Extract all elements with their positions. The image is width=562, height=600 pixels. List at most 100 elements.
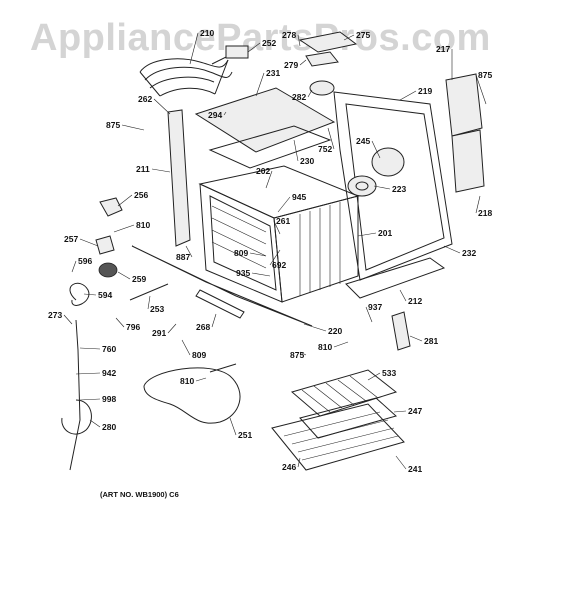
- callout-935: 935: [236, 268, 271, 278]
- callout-label: 251: [238, 430, 252, 440]
- panel-218: [451, 129, 485, 193]
- callout-label: 291: [152, 328, 166, 338]
- callout-596: 596: [71, 256, 92, 273]
- callout-leader: [247, 42, 261, 53]
- callout-label: 796: [126, 322, 140, 332]
- grommet-282: [309, 80, 335, 96]
- callout-252: 252: [247, 38, 276, 53]
- callout-label: 752: [318, 144, 332, 154]
- callout-211: 211: [136, 164, 171, 174]
- callout-887: 887: [176, 245, 193, 262]
- callout-label: 232: [462, 248, 476, 258]
- fan-223: [347, 175, 377, 197]
- callout-leader: [333, 341, 349, 348]
- bake-element-251: [143, 363, 241, 424]
- callout-692: 692: [269, 249, 286, 270]
- callout-leader: [79, 238, 99, 247]
- callout-leader: [395, 455, 407, 470]
- callout-label: 810: [136, 220, 150, 230]
- callout-leader: [121, 124, 145, 131]
- callout-label: 533: [382, 368, 396, 378]
- fan-hub: [355, 181, 369, 191]
- callout-label: 257: [64, 234, 78, 244]
- callout-label: 942: [102, 368, 116, 378]
- callout-leader: [229, 417, 237, 436]
- callout-245: 245: [356, 136, 381, 159]
- callout-label: 219: [418, 86, 432, 96]
- callout-533: 533: [367, 368, 396, 381]
- callout-259: 259: [117, 271, 146, 284]
- callout-leader: [189, 32, 199, 65]
- callout-leader: [365, 306, 373, 323]
- callout-leader: [89, 419, 101, 428]
- callout-942: 942: [75, 368, 116, 378]
- callout-leader: [185, 245, 193, 258]
- callout-230: 230: [293, 139, 314, 166]
- callout-label: 282: [292, 92, 306, 102]
- callout-291: 291: [152, 323, 177, 338]
- callout-label: 223: [392, 184, 406, 194]
- callout-875: 875: [475, 70, 492, 105]
- callout-218: 218: [475, 195, 492, 218]
- callout-label: 275: [356, 30, 370, 40]
- callout-leader: [277, 196, 291, 213]
- rod-253: [129, 283, 169, 301]
- callout-leader: [307, 89, 313, 98]
- callout-label: 280: [102, 422, 116, 432]
- callout-label: 594: [98, 290, 112, 300]
- callout-201: 201: [357, 228, 392, 238]
- callout-leader: [399, 90, 417, 101]
- callout-leader: [303, 323, 327, 332]
- callout-label: 937: [368, 302, 382, 312]
- callout-leader: [255, 72, 265, 97]
- callout-leader: [299, 59, 307, 66]
- callout-leader: [475, 195, 481, 214]
- callout-label: 887: [176, 252, 190, 262]
- callout-leader: [293, 139, 299, 162]
- insulation-top-231: [194, 87, 336, 153]
- callout-760: 760: [79, 344, 116, 354]
- callout-label: 256: [134, 190, 148, 200]
- cable-594: [69, 282, 90, 306]
- callout-945: 945: [277, 192, 306, 213]
- callout-label: 252: [262, 38, 276, 48]
- callout-273: 273: [48, 310, 73, 325]
- callout-leader: [113, 224, 135, 233]
- callout-leader: [115, 317, 125, 328]
- callout-257: 257: [64, 234, 99, 247]
- oven-rack-241: [271, 403, 405, 471]
- callout-261: 261: [273, 216, 290, 235]
- callout-leader: [343, 34, 355, 41]
- callout-875: 875: [290, 350, 307, 360]
- callout-leader: [371, 140, 381, 159]
- callout-label: 202: [256, 166, 270, 176]
- callout-leader: [299, 351, 307, 356]
- callout-231: 231: [255, 68, 280, 97]
- callout-leader: [327, 127, 335, 150]
- callout-262: 262: [138, 94, 171, 115]
- callout-810: 810: [113, 220, 150, 233]
- latch-281: [391, 311, 411, 351]
- callout-212: 212: [399, 289, 422, 306]
- callout-leader: [63, 314, 73, 325]
- callout-253: 253: [147, 295, 164, 314]
- thermostat-257: [95, 235, 115, 255]
- callout-594: 594: [83, 290, 112, 300]
- callout-leader: [117, 194, 133, 207]
- callout-279: 279: [284, 59, 307, 70]
- callout-875: 875: [106, 120, 145, 131]
- callout-label: 201: [378, 228, 392, 238]
- callout-leader: [79, 398, 101, 401]
- callout-268: 268: [196, 313, 217, 332]
- callout-leader: [357, 232, 377, 237]
- callout-998: 998: [79, 394, 116, 404]
- callout-label: 212: [408, 296, 422, 306]
- callout-232: 232: [443, 245, 476, 258]
- callout-label: 875: [290, 350, 304, 360]
- callout-label: 281: [424, 336, 438, 346]
- callout-752: 752: [318, 127, 335, 154]
- rear-panel-inner: [345, 103, 445, 271]
- callout-278: 278: [282, 30, 301, 47]
